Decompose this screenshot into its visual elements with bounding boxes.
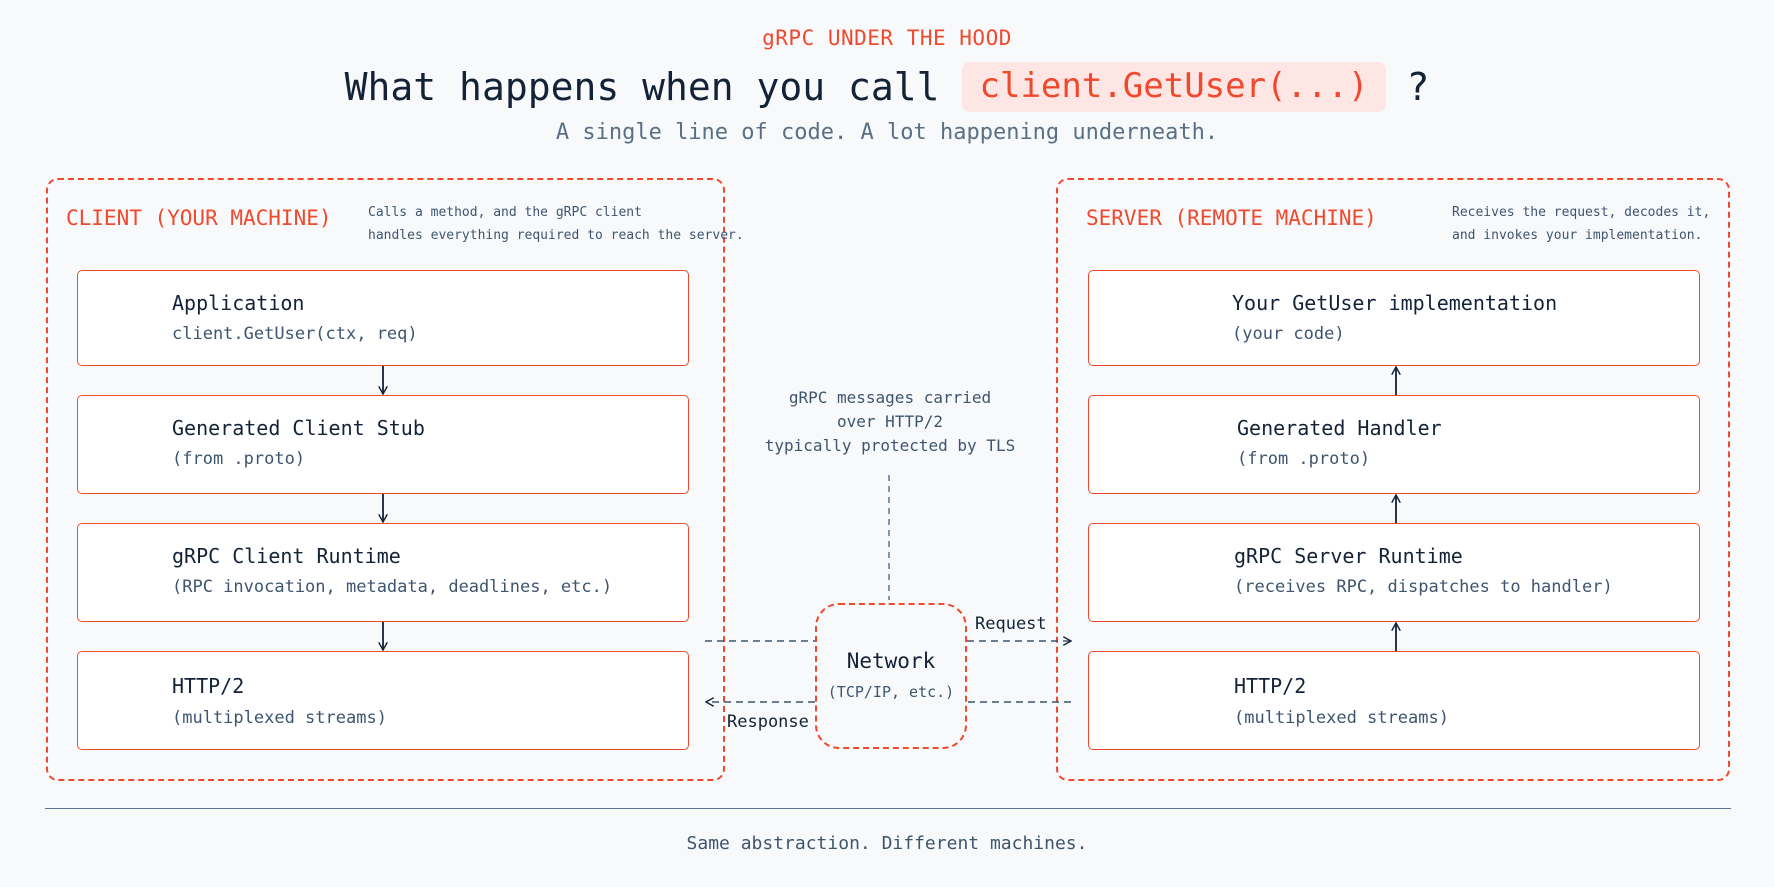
layer-title: gRPC Server Runtime bbox=[1234, 544, 1463, 568]
client-layer-http2: HTTP/2 (multiplexed streams) bbox=[77, 651, 689, 750]
server-panel-title: SERVER (REMOTE MACHINE) bbox=[1086, 206, 1377, 230]
layer-subtitle: (from .proto) bbox=[1237, 449, 1371, 469]
network-note: gRPC messages carried over HTTP/2 typica… bbox=[740, 386, 1040, 458]
note-line: gRPC messages carried bbox=[788, 388, 992, 407]
server-panel-description: Receives the request, decodes it, and in… bbox=[1452, 201, 1710, 247]
client-layer-runtime: gRPC Client Runtime (RPC invocation, met… bbox=[77, 523, 689, 622]
layer-title: Application bbox=[172, 291, 305, 315]
server-layer-http2: HTTP/2 (multiplexed streams) bbox=[1088, 651, 1700, 750]
layer-title: Generated Client Stub bbox=[172, 416, 425, 440]
code-snippet-pill: client.GetUser(...) bbox=[961, 62, 1387, 112]
layer-subtitle: (multiplexed streams) bbox=[1234, 708, 1449, 728]
client-desc-line: Calls a method, and the gRPC client bbox=[368, 205, 642, 220]
layer-title: Generated Handler bbox=[1237, 416, 1442, 440]
response-label: Response bbox=[727, 712, 809, 732]
server-desc-line: Receives the request, decodes it, bbox=[1452, 205, 1711, 220]
eyebrow-label: gRPC UNDER THE HOOD bbox=[762, 26, 1012, 50]
server-layer-implementation: Your GetUser implementation (your code) bbox=[1088, 270, 1700, 366]
layer-subtitle: (from .proto) bbox=[172, 449, 306, 469]
layer-title: gRPC Client Runtime bbox=[172, 544, 401, 568]
layer-subtitle: (multiplexed streams) bbox=[172, 708, 387, 728]
server-panel bbox=[1056, 178, 1730, 781]
layer-subtitle: client.GetUser(ctx, req) bbox=[172, 324, 418, 344]
client-desc-line: handles everything required to reach the… bbox=[368, 228, 744, 243]
network-title: Network bbox=[846, 649, 936, 673]
layer-title: Your GetUser implementation bbox=[1232, 291, 1558, 315]
layer-subtitle: (RPC invocation, metadata, deadlines, et… bbox=[172, 577, 613, 597]
client-panel-title: CLIENT (YOUR MACHINE) bbox=[66, 206, 332, 230]
page-title: What happens when you call bbox=[344, 65, 940, 109]
client-layer-stub: Generated Client Stub (from .proto) bbox=[77, 395, 689, 494]
layer-title: HTTP/2 bbox=[1234, 674, 1307, 698]
client-panel-description: Calls a method, and the gRPC client hand… bbox=[368, 201, 744, 247]
network-node: Network (TCP/IP, etc.) bbox=[815, 603, 967, 749]
server-layer-handler: Generated Handler (from .proto) bbox=[1088, 395, 1700, 494]
request-label: Request bbox=[975, 614, 1047, 634]
page-subtitle: A single line of code. A lot happening u… bbox=[555, 120, 1219, 145]
title-question-mark: ? bbox=[1406, 65, 1430, 109]
title-row: What happens when you call client.GetUse… bbox=[0, 62, 1774, 112]
server-layer-runtime: gRPC Server Runtime (receives RPC, dispa… bbox=[1088, 523, 1700, 622]
client-panel bbox=[46, 178, 725, 781]
note-line: over HTTP/2 bbox=[837, 412, 943, 431]
network-subtitle: (TCP/IP, etc.) bbox=[827, 683, 955, 701]
client-layer-application: Application client.GetUser(ctx, req) bbox=[77, 270, 689, 366]
server-desc-line: and invokes your implementation. bbox=[1452, 228, 1703, 243]
note-line: typically protected by TLS bbox=[764, 436, 1016, 455]
layer-subtitle: (receives RPC, dispatches to handler) bbox=[1234, 577, 1613, 597]
footer-divider bbox=[45, 808, 1731, 809]
layer-subtitle: (your code) bbox=[1232, 324, 1345, 344]
footer-caption: Same abstraction. Different machines. bbox=[686, 833, 1088, 854]
layer-title: HTTP/2 bbox=[172, 674, 245, 698]
